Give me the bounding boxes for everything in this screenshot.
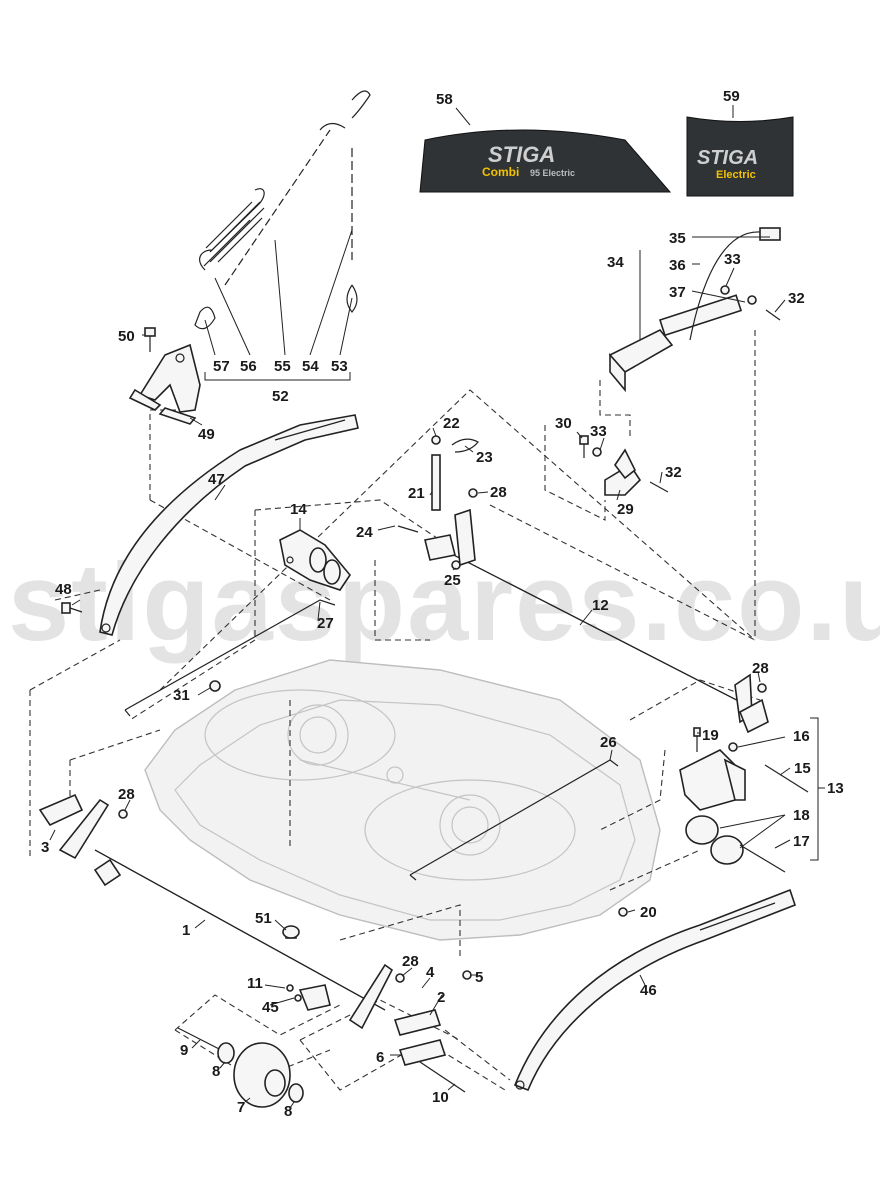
callout-56: 56: [240, 358, 257, 375]
callout-19: 19: [702, 727, 719, 744]
decal-58-model: Combi: [482, 165, 519, 179]
callout-28-pin: 28: [490, 484, 507, 501]
callout-2: 2: [437, 989, 445, 1006]
callout-15: 15: [794, 760, 811, 777]
callout-33-top: 33: [724, 251, 741, 268]
decal-59: STIGA Electric: [686, 116, 794, 197]
lever-46: [513, 888, 796, 1092]
callout-9: 9: [180, 1042, 188, 1059]
callout-27: 27: [317, 615, 334, 632]
callout-labels: 58 59 35 34 36 33 37 32 50 57 56 55 54 5…: [41, 88, 844, 1120]
callout-35: 35: [669, 230, 686, 247]
callout-32-top: 32: [788, 290, 805, 307]
callout-51: 51: [255, 910, 272, 927]
callout-47: 47: [208, 471, 225, 488]
callout-20: 20: [640, 904, 657, 921]
callout-18: 18: [793, 807, 810, 824]
bracket-6: [398, 1039, 466, 1093]
watermark-text: stigaspares.co.uk: [8, 541, 880, 664]
rod-27: [124, 599, 336, 717]
callout-17: 17: [793, 833, 810, 850]
bracket-49: [128, 343, 201, 425]
shaft-12: [424, 508, 769, 734]
callout-11: 11: [247, 975, 263, 992]
callout-50: 50: [118, 328, 135, 345]
callout-23: 23: [476, 449, 493, 466]
callout-8-left: 8: [212, 1063, 220, 1080]
callout-25: 25: [444, 572, 461, 589]
callout-6: 6: [376, 1049, 384, 1066]
pivot-bracket-14: [279, 529, 351, 591]
grommet-51: [282, 925, 300, 939]
bolt-48: [61, 602, 83, 614]
callout-31: 31: [173, 687, 190, 704]
spring-chain-set: [194, 90, 371, 330]
callout-48: 48: [55, 581, 72, 598]
callout-34: 34: [607, 254, 624, 271]
callout-57: 57: [213, 358, 230, 375]
decal-59-variant: Electric: [716, 169, 756, 181]
callout-28-left: 28: [118, 786, 135, 803]
callout-8-right: 8: [284, 1103, 292, 1120]
callout-22: 22: [443, 415, 460, 432]
callout-7: 7: [237, 1099, 245, 1116]
callout-16: 16: [793, 728, 810, 745]
callout-4: 4: [426, 964, 435, 981]
callout-36: 36: [669, 257, 686, 274]
callout-26: 26: [600, 734, 617, 751]
decal-58: STIGA Combi 95 Electric: [419, 129, 672, 193]
callout-53: 53: [331, 358, 348, 375]
callout-49: 49: [198, 426, 215, 443]
callout-10: 10: [432, 1089, 449, 1106]
pin-group-21-25: [397, 435, 479, 570]
decal-59-brand: STIGA: [697, 147, 758, 169]
callout-45: 45: [262, 999, 279, 1016]
leader-lines: [49, 105, 825, 1109]
callout-37: 37: [669, 284, 686, 301]
bracket-29: [579, 435, 669, 496]
lever-47: [99, 414, 359, 636]
callout-29: 29: [617, 501, 634, 518]
callout-3: 3: [41, 839, 49, 856]
callout-33-mid: 33: [590, 423, 607, 440]
callout-1: 1: [182, 922, 190, 939]
callout-24: 24: [356, 524, 373, 541]
height-bracket-13: [679, 727, 809, 873]
callout-13: 13: [827, 780, 844, 797]
callout-28-shaft: 28: [752, 660, 769, 677]
decal-58-brand: STIGA: [488, 142, 555, 167]
callout-12: 12: [592, 597, 609, 614]
callout-30: 30: [555, 415, 572, 432]
callout-14: 14: [290, 501, 307, 518]
axle-1: [38, 793, 442, 1036]
callout-21: 21: [408, 485, 425, 502]
callout-59: 59: [723, 88, 740, 105]
callout-46: 46: [640, 982, 657, 999]
callout-52: 52: [272, 388, 289, 405]
decal-58-variant: 95 Electric: [530, 168, 575, 178]
callout-54: 54: [302, 358, 319, 375]
callout-58: 58: [436, 91, 453, 108]
callout-28-bottom: 28: [402, 953, 419, 970]
callout-32-mid: 32: [665, 464, 682, 481]
wheel-7: [177, 1027, 304, 1108]
mower-deck: [144, 659, 661, 941]
bolt-50: [144, 327, 156, 352]
callout-5: 5: [475, 969, 483, 986]
callout-55: 55: [274, 358, 291, 375]
